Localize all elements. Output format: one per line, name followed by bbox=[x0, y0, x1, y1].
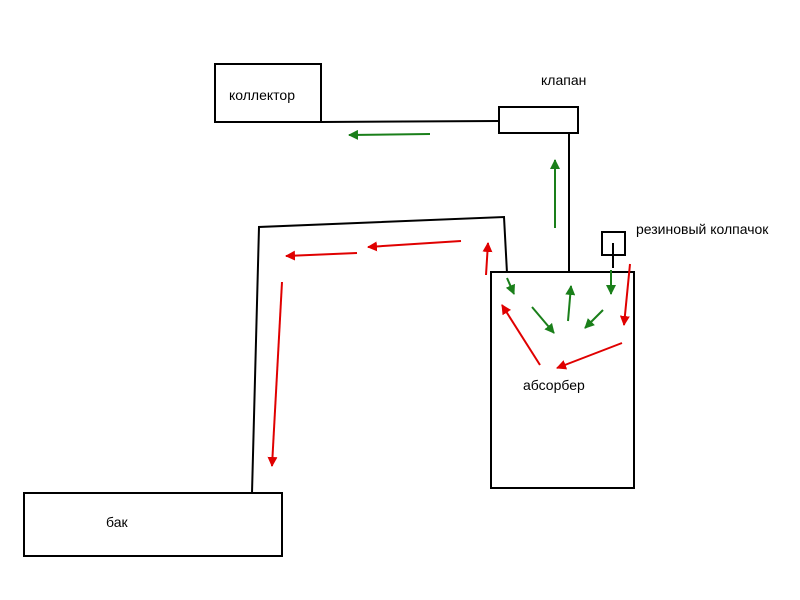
collector-valve-pipe bbox=[320, 120, 500, 123]
green-arrow-absorber-2 bbox=[531, 306, 555, 334]
green-arrow-absorber-1 bbox=[505, 277, 515, 295]
rubber-cap-label: резиновый колпачок bbox=[636, 221, 769, 237]
red-arrow-absorber-up bbox=[501, 304, 541, 366]
green-flow-arrows bbox=[348, 129, 616, 334]
valve-label: клапан bbox=[541, 72, 586, 88]
red-arrow-pipe-left-2 bbox=[285, 250, 358, 261]
green-arrow-absorber-4 bbox=[584, 309, 604, 329]
absorber-tank-pipe bbox=[251, 215, 508, 494]
red-arrow-pipe-up bbox=[482, 242, 493, 276]
green-arrow-to-collector bbox=[348, 129, 431, 140]
red-arrow-absorber-diag bbox=[556, 342, 623, 370]
absorber-label: абсорбер bbox=[523, 377, 585, 393]
red-arrow-absorber-down bbox=[619, 263, 631, 326]
tank-box bbox=[23, 492, 283, 557]
red-arrow-pipe-left-1 bbox=[367, 240, 462, 252]
green-arrow-absorber-3 bbox=[565, 285, 576, 322]
red-arrow-pipe-down bbox=[267, 281, 283, 467]
red-flow-arrows bbox=[267, 240, 631, 467]
valve-box bbox=[498, 106, 579, 134]
tank-label: бак bbox=[106, 514, 128, 530]
absorber-box bbox=[490, 271, 635, 489]
collector-label: коллектор bbox=[229, 87, 295, 103]
collector-box bbox=[214, 63, 322, 123]
